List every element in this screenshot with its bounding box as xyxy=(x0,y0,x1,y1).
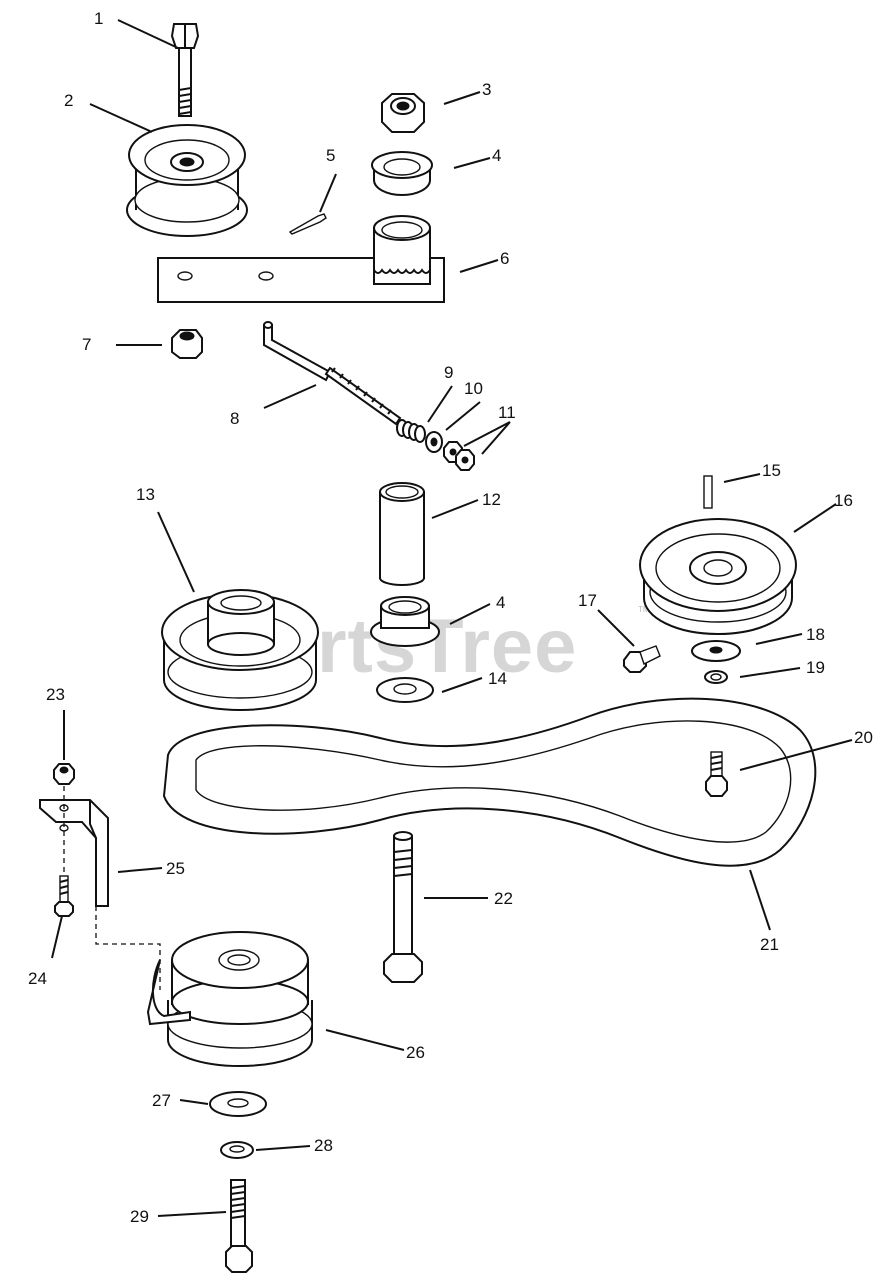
watermark-trademark: TM xyxy=(638,605,650,614)
callout-28: 28 xyxy=(314,1136,333,1155)
callout-17: 17 xyxy=(578,591,597,610)
callout-26: 26 xyxy=(406,1043,425,1062)
part-4-bushing-upper[interactable] xyxy=(371,151,433,196)
part-22-bolt[interactable] xyxy=(383,831,423,983)
callout-10: 10 xyxy=(464,379,483,398)
part-9-spring[interactable] xyxy=(396,419,426,443)
part-12-spacer-tube[interactable] xyxy=(379,482,425,586)
callout-16: 16 xyxy=(834,491,853,510)
part-1-bolt[interactable] xyxy=(170,23,200,117)
part-7-hex-nut[interactable] xyxy=(171,329,203,359)
part-14-washer[interactable] xyxy=(376,677,434,703)
part-13-driven-pulley[interactable] xyxy=(161,589,319,711)
part-25-bracket[interactable] xyxy=(39,799,109,907)
part-4-bushing-lower[interactable] xyxy=(370,596,440,647)
callout-23: 23 xyxy=(46,685,65,704)
part-24-screw[interactable] xyxy=(54,875,74,917)
callout-24: 24 xyxy=(28,969,47,988)
callout-13: 13 xyxy=(136,485,155,504)
callout-3: 3 xyxy=(482,80,491,99)
part-16-pulley[interactable] xyxy=(639,518,797,635)
part-28-lock-washer[interactable] xyxy=(220,1141,254,1159)
callout-22: 22 xyxy=(494,889,513,908)
part-27-washer[interactable] xyxy=(209,1091,267,1117)
part-17-bolt[interactable] xyxy=(623,645,661,673)
callout-6: 6 xyxy=(500,249,509,268)
part-5-cotter-pin[interactable] xyxy=(288,213,327,235)
callout-7: 7 xyxy=(82,335,91,354)
part-21-drive-belt[interactable] xyxy=(162,697,817,867)
part-19-lock-washer[interactable] xyxy=(704,670,728,684)
callout-9: 9 xyxy=(444,363,453,382)
callout-27: 27 xyxy=(152,1091,171,1110)
part-10-washer[interactable] xyxy=(425,431,443,453)
callout-18: 18 xyxy=(806,625,825,644)
callout-5: 5 xyxy=(326,146,335,165)
part-29-bolt[interactable] xyxy=(225,1179,253,1273)
part-8-adjusting-rod[interactable] xyxy=(263,321,402,426)
callout-11: 11 xyxy=(498,403,516,422)
part-2-idler-pulley[interactable] xyxy=(126,124,248,237)
part-18-washer[interactable] xyxy=(691,640,741,662)
part-6-idler-arm[interactable] xyxy=(157,215,445,303)
callout-4-upper: 4 xyxy=(492,146,501,165)
part-3-lock-nut[interactable] xyxy=(381,93,425,133)
part-23-nut[interactable] xyxy=(53,763,75,785)
callout-21: 21 xyxy=(760,935,779,954)
callout-29: 29 xyxy=(130,1207,149,1226)
callout-1: 1 xyxy=(94,9,103,28)
part-26-electric-clutch[interactable] xyxy=(146,931,313,1067)
leader-lines xyxy=(51,19,853,1217)
callout-25: 25 xyxy=(166,859,185,878)
callout-4-lower: 4 xyxy=(496,593,505,612)
callout-numbers: 1 2 3 4 5 6 7 8 9 10 11 12 13 4 14 15 16… xyxy=(28,9,873,1226)
callout-19: 19 xyxy=(806,658,825,677)
alignment-line-clutch xyxy=(95,906,161,990)
callout-12: 12 xyxy=(482,490,501,509)
callout-8: 8 xyxy=(230,409,239,428)
callout-20: 20 xyxy=(854,728,873,747)
callout-2: 2 xyxy=(64,91,73,110)
part-20-stud[interactable] xyxy=(705,751,728,797)
part-15-key[interactable] xyxy=(703,475,713,509)
part-11-jam-nuts[interactable] xyxy=(443,441,475,471)
callout-14: 14 xyxy=(488,669,507,688)
callout-15: 15 xyxy=(762,461,781,480)
